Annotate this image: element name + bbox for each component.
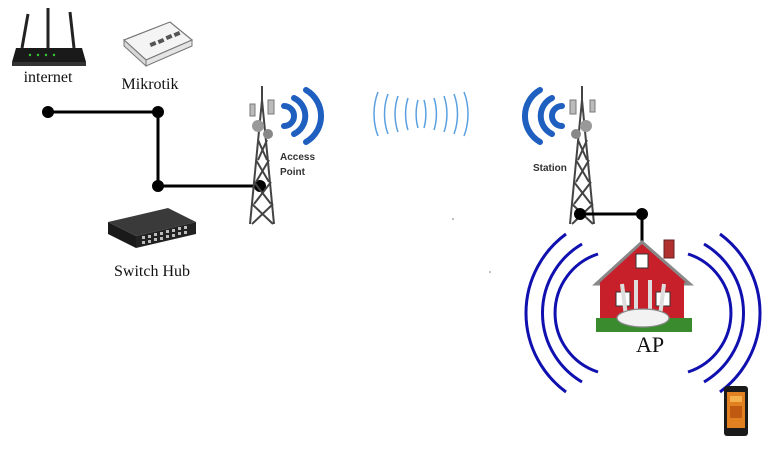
station-signal-waves xyxy=(521,87,565,145)
internet-label: internet xyxy=(24,69,73,86)
ap-router-icon xyxy=(616,280,670,328)
tower-dish xyxy=(580,120,592,132)
tower-dish xyxy=(252,120,264,132)
smartphone-icon xyxy=(724,386,748,436)
ap-coverage-rings xyxy=(524,232,762,394)
mikrotik-label: Mikrotik xyxy=(122,76,179,93)
mikrotik-icon xyxy=(122,21,194,68)
wireless-link-waves xyxy=(373,91,469,137)
router-icon xyxy=(12,8,86,66)
station-connection xyxy=(574,208,648,250)
wired-connection xyxy=(48,110,260,188)
ap-signal-waves xyxy=(281,87,325,145)
station-label: Station xyxy=(533,163,567,174)
stray-mark xyxy=(452,218,454,220)
switch-hub-label: Switch Hub xyxy=(114,263,190,280)
connection-nodes xyxy=(42,106,266,192)
tower-icon xyxy=(569,86,596,225)
tower-icon xyxy=(249,86,275,225)
access-point-label-2: Point xyxy=(280,167,306,178)
tower-dish xyxy=(263,129,273,139)
access-point-label-1: Access xyxy=(280,152,315,163)
stray-mark xyxy=(489,271,491,273)
ap-label: AP xyxy=(636,332,664,357)
switch-icon xyxy=(108,208,196,248)
tower-dish xyxy=(571,129,581,139)
